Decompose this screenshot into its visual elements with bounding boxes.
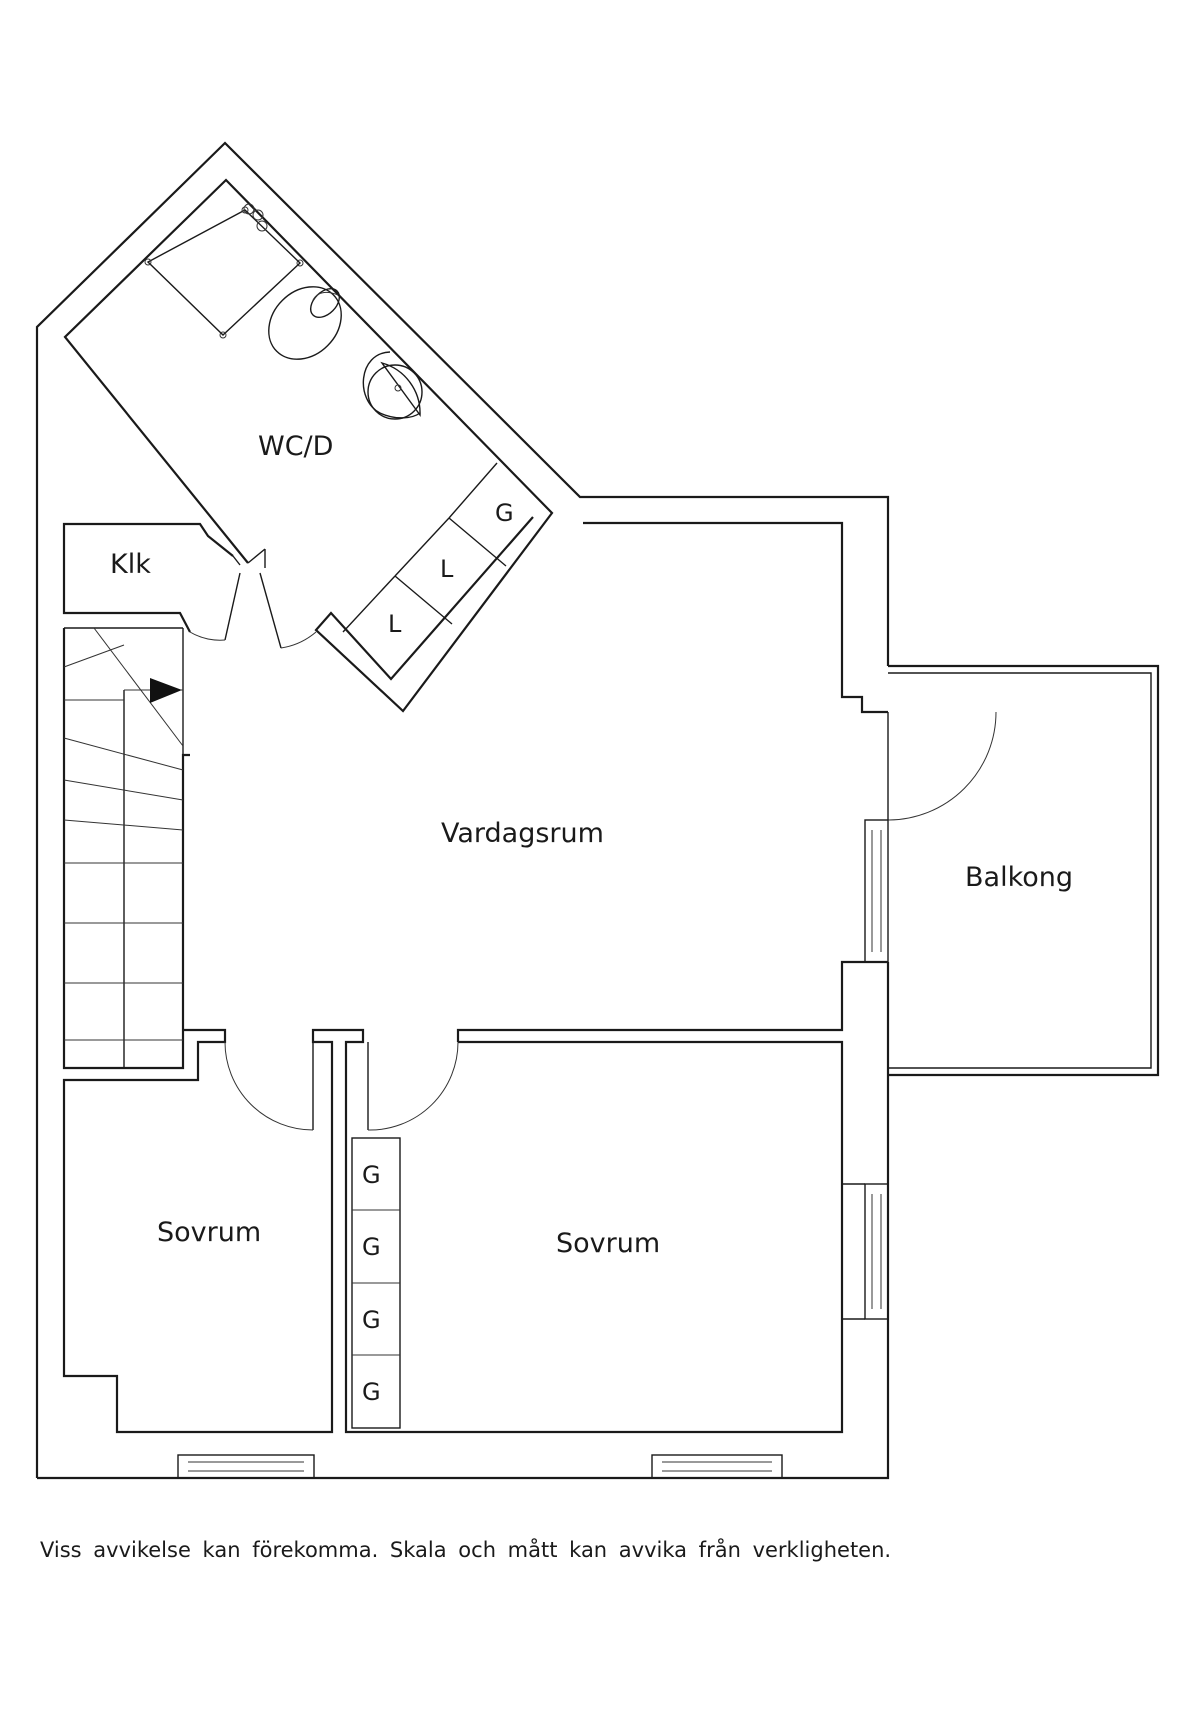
bedroom-door-swings xyxy=(224,1041,459,1131)
room-label-closet: Klk xyxy=(110,549,151,580)
bedroom-window-bottom-right xyxy=(651,1454,783,1479)
closet-walls xyxy=(62,522,241,633)
disclaimer-text: Viss avvikelse kan förekomma. Skala och … xyxy=(40,1538,892,1562)
laundry-cabinets xyxy=(342,462,507,633)
room-label-bedroom-left: Sovrum xyxy=(157,1217,261,1248)
balcony xyxy=(888,664,1160,1077)
bathroom-walls xyxy=(63,178,554,713)
room-label-living: Vardagsrum xyxy=(441,818,604,849)
fixture-label-wardrobe-4: G xyxy=(362,1378,381,1406)
bedroom-window-side xyxy=(842,1183,889,1320)
shower-enclosure xyxy=(144,203,304,339)
stair-direction-arrow-icon xyxy=(150,678,182,703)
wardrobes xyxy=(351,1137,401,1429)
room-label-balcony: Balkong xyxy=(965,862,1073,893)
fixture-label-bath-l1: L xyxy=(440,555,454,583)
toilet-icon xyxy=(268,286,342,360)
sink-icon xyxy=(362,351,423,420)
outer-walls xyxy=(35,141,890,1480)
fixture-label-bath-l2: L xyxy=(388,610,402,638)
fixture-label-wardrobe-2: G xyxy=(362,1233,381,1261)
bedroom-walls xyxy=(62,1028,844,1434)
hall-door-swings xyxy=(189,572,317,649)
fixture-label-wardrobe-1: G xyxy=(362,1161,381,1189)
bedroom-window-bottom-left xyxy=(177,1454,315,1479)
living-room-walls xyxy=(456,521,997,1042)
room-label-bedroom-right: Sovrum xyxy=(556,1228,660,1259)
room-label-wc: WC/D xyxy=(258,431,333,462)
fixture-label-bath-g: G xyxy=(495,499,514,527)
living-window xyxy=(864,819,889,963)
staircase xyxy=(62,627,190,1070)
fixture-label-wardrobe-3: G xyxy=(362,1306,381,1334)
shower-head-icon xyxy=(243,203,268,232)
